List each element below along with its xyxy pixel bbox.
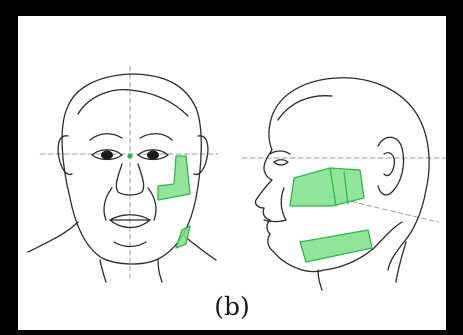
frontal-left-eyebrow xyxy=(90,134,122,140)
figure-panel: (b) xyxy=(18,16,446,330)
profile-face-view xyxy=(242,78,446,290)
frontal-jaw-region xyxy=(176,226,190,248)
frontal-face-view xyxy=(28,66,218,282)
profile-ear xyxy=(378,137,404,195)
profile-eyebrow xyxy=(270,151,290,154)
profile-neck-front xyxy=(318,270,322,290)
frontal-left-eye xyxy=(92,150,122,160)
profile-hairline xyxy=(278,96,332,120)
figure-caption: (b) xyxy=(18,292,446,322)
profile-mouth xyxy=(264,220,286,222)
frontal-right-shoulder xyxy=(184,236,216,260)
frontal-left-ear xyxy=(58,136,72,175)
frontal-cheek-region xyxy=(158,156,190,200)
frontal-right-fold xyxy=(148,188,156,220)
frontal-neck-right xyxy=(158,260,162,282)
face-diagram xyxy=(18,16,446,330)
profile-eye xyxy=(274,160,288,165)
frontal-center-marker xyxy=(127,153,132,158)
profile-ear-inner xyxy=(384,153,394,176)
frontal-left-fold xyxy=(104,188,112,220)
profile-neck-back xyxy=(396,242,406,282)
frontal-right-eye xyxy=(138,150,168,160)
frontal-neck-left xyxy=(100,260,106,282)
profile-nasolabial xyxy=(281,188,286,220)
frontal-hairline xyxy=(78,90,188,116)
profile-cheek-region xyxy=(290,168,364,206)
frontal-left-shoulder xyxy=(28,222,78,252)
frontal-right-eyebrow xyxy=(140,134,172,140)
